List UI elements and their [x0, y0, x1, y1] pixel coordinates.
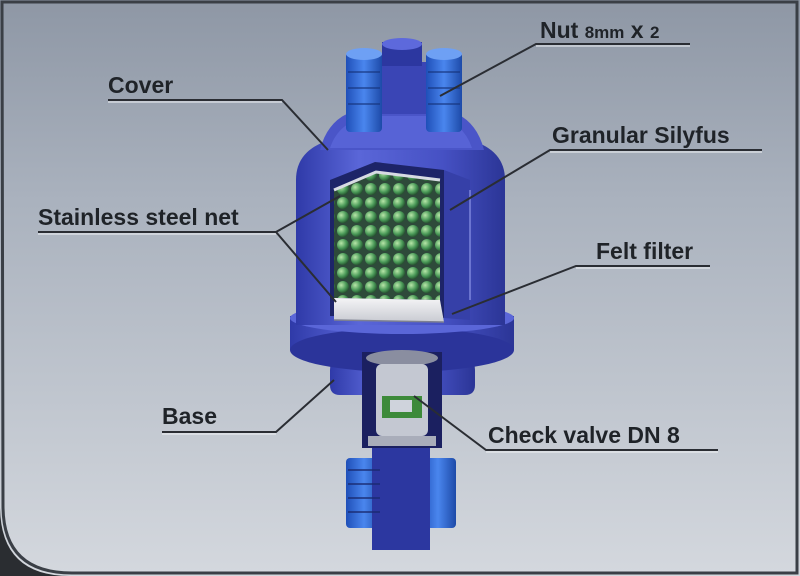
top-nut-right: [426, 52, 462, 132]
filter-device: [290, 38, 514, 550]
label-felt: Felt filter: [596, 238, 693, 264]
bottom-stem: [372, 440, 430, 550]
label-nut: Nut 8mm x 2: [540, 17, 659, 43]
leader-felt: [451, 265, 710, 315]
label-check-valve: Check valve DN 8: [488, 422, 680, 448]
felt-filter-disc: [334, 298, 444, 322]
granular-media: [334, 172, 440, 300]
leader-base: [162, 379, 335, 433]
stainless-net: [333, 170, 441, 192]
leader-check-valve: [413, 395, 718, 451]
leader-nut: [439, 43, 690, 97]
top-nut-left: [346, 52, 382, 132]
leader-cover: [108, 99, 329, 151]
label-base: Base: [162, 403, 217, 429]
label-stainless: Stainless steel net: [38, 204, 239, 230]
label-cover: Cover: [108, 72, 173, 98]
leader-granular: [449, 149, 762, 211]
leader-stainless: [38, 195, 341, 303]
label-granular: Granular Silyfus: [552, 122, 730, 148]
leader-lines: [38, 43, 762, 453]
